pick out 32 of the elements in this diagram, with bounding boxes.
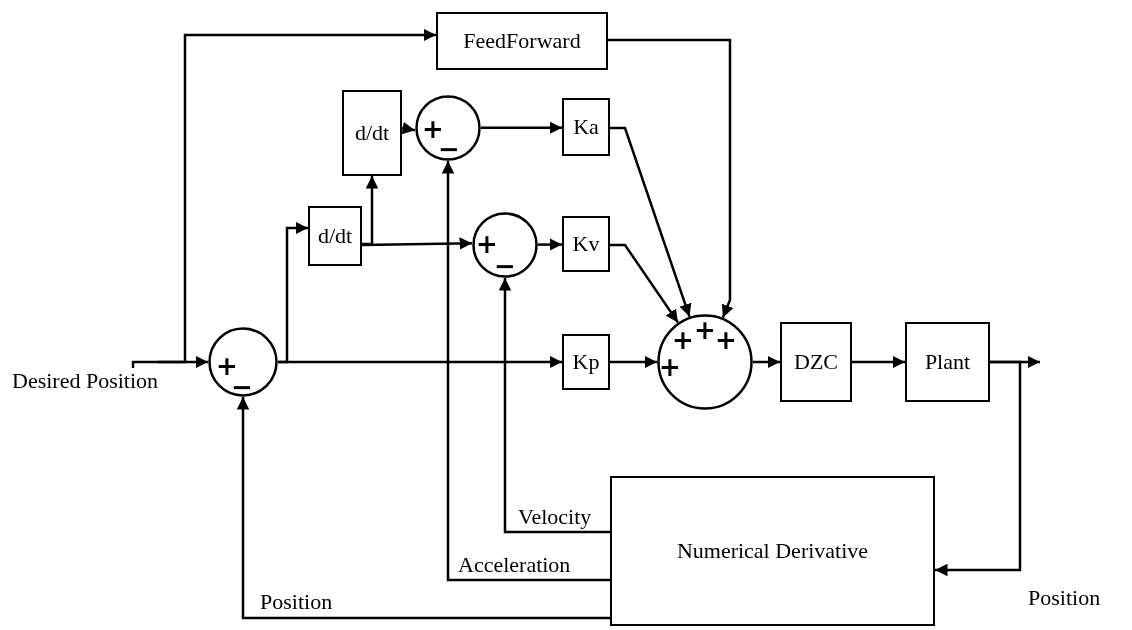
sign-label: + <box>715 327 737 353</box>
arrow <box>610 355 657 369</box>
arrow <box>158 28 436 364</box>
arrow <box>361 237 473 250</box>
block-box: Numerical Derivative <box>610 476 935 626</box>
arrow <box>852 355 905 369</box>
arrow <box>498 278 610 534</box>
arrow <box>131 355 208 369</box>
arrow <box>538 238 562 251</box>
arrow <box>441 161 610 582</box>
arrow <box>362 176 379 246</box>
block-box: d/dt <box>342 90 402 176</box>
block-box: FeedForward <box>436 12 608 70</box>
arrow <box>278 355 562 369</box>
block-box: d/dt <box>308 206 362 266</box>
sign-label: + <box>659 354 681 380</box>
arrow <box>610 126 692 317</box>
arrow <box>401 121 416 135</box>
sign-label: + <box>672 327 694 353</box>
block-box: Kv <box>562 216 610 272</box>
block-box: Kp <box>562 334 610 390</box>
arrow <box>935 360 1022 577</box>
block-box: Plant <box>905 322 990 402</box>
input-label: Desired Position <box>12 368 159 394</box>
arrow <box>481 121 562 134</box>
arrow <box>610 243 679 324</box>
arrow <box>753 355 780 369</box>
arrow <box>236 397 610 620</box>
block-box: Ka <box>562 98 610 156</box>
block-box: DZC <box>780 322 852 402</box>
sign-label: + <box>694 317 716 343</box>
arrow <box>608 38 734 318</box>
